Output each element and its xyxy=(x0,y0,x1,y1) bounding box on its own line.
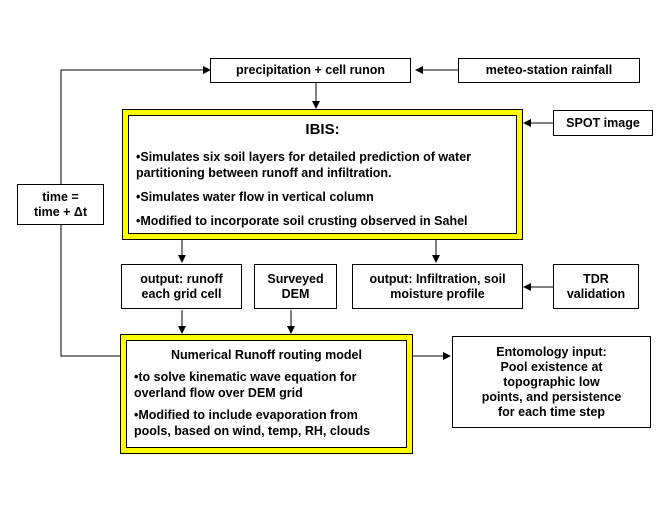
entomology-line5: for each time step xyxy=(498,404,605,419)
output-runoff-box: output: runoff each grid cell xyxy=(121,264,242,309)
runoff-model-bullet-2a: •Modified to include evaporation from xyxy=(134,408,358,422)
feedback-loop-line-upper xyxy=(60,66,211,184)
entomology-line1: Entomology input: xyxy=(496,344,607,359)
tdr-validation-line1: TDR xyxy=(583,271,609,286)
ibis-bullet-2: •Simulates water flow in vertical column xyxy=(136,190,374,204)
spot-image-label: SPOT image xyxy=(566,115,640,130)
tdr-validation-box: TDR validation xyxy=(553,264,639,309)
ibis-model-box: IBIS: •Simulates six soil layers for det… xyxy=(122,109,523,240)
ibis-bullet-3: •Modified to incorporate soil crusting o… xyxy=(136,214,468,228)
output-infiltration-box: output: Infiltration, soil moisture prof… xyxy=(352,264,523,309)
surveyed-dem-line2: DEM xyxy=(281,286,310,301)
output-runoff-line2: each grid cell xyxy=(141,286,222,301)
meteo-station-label: meteo-station rainfall xyxy=(485,63,613,77)
tdr-validation-line2: validation xyxy=(566,286,626,301)
ibis-title: IBIS: xyxy=(305,121,340,138)
precipitation-runon-label: precipitation + cell runon xyxy=(236,63,385,77)
output-runoff-line1: output: runoff xyxy=(140,271,223,286)
ibis-bullet-1b: partitioning between runoff and infiltra… xyxy=(136,166,392,180)
ibis-bullet-1a: •Simulates six soil layers for detailed … xyxy=(136,150,472,164)
feedback-loop-line xyxy=(60,225,121,357)
entomology-line4: points, and persistence xyxy=(481,389,622,404)
spot-image-box: SPOT image xyxy=(553,110,653,136)
runoff-model-bullet-1a: •to solve kinematic wave equation for xyxy=(134,370,357,384)
entomology-line3: topographic low xyxy=(503,374,600,389)
output-infiltration-line1: output: Infiltration, soil xyxy=(369,271,506,286)
time-step-line1: time = xyxy=(42,189,79,204)
surveyed-dem-line1: Surveyed xyxy=(267,271,324,286)
runoff-model-bullet-1b: overland flow over DEM grid xyxy=(134,386,303,400)
runoff-routing-model-box: Numerical Runoff routing model •to solve… xyxy=(120,334,413,454)
surveyed-dem-box: Surveyed DEM xyxy=(254,264,337,309)
time-step-box: time = time + Δt xyxy=(17,184,104,225)
meteo-station-box: meteo-station rainfall xyxy=(458,58,640,83)
output-infiltration-line2: moisture profile xyxy=(390,286,485,301)
entomology-line2: Pool existence at xyxy=(500,359,603,374)
runoff-model-bullet-2b: pools, based on wind, temp, RH, clouds xyxy=(134,424,371,438)
runoff-model-title: Numerical Runoff routing model xyxy=(171,348,362,362)
entomology-input-box: Entomology input: Pool existence at topo… xyxy=(452,336,651,428)
time-step-line2: time + Δt xyxy=(33,204,88,219)
precipitation-runon-box: precipitation + cell runon xyxy=(210,58,411,83)
